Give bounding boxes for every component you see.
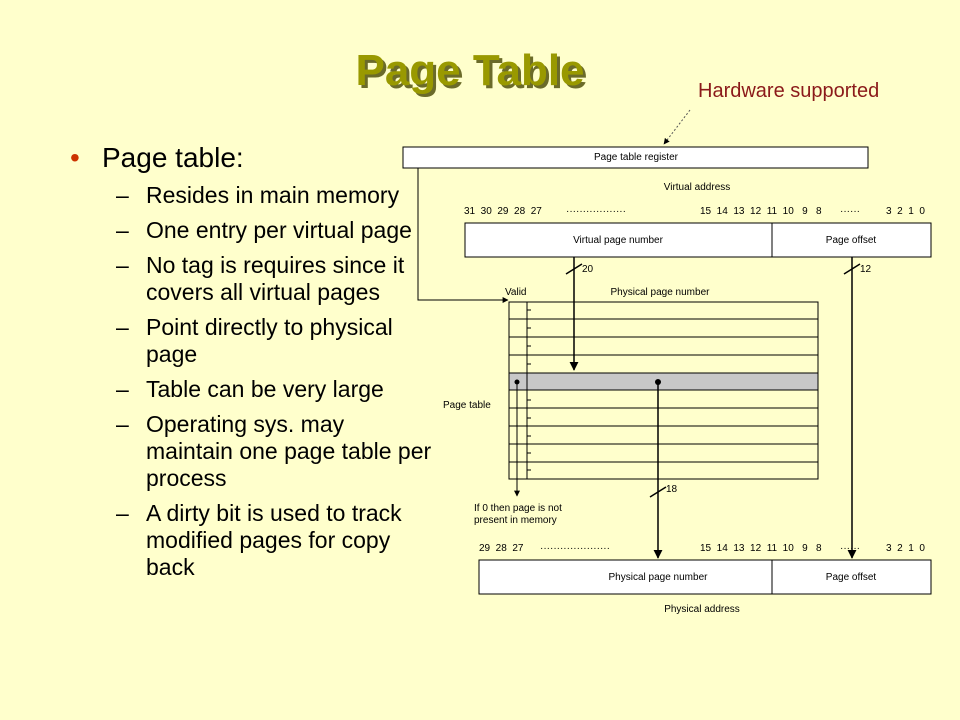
pa-offset-label: Page offset [826, 572, 877, 583]
va-page-offset-field [771, 222, 932, 258]
highlighted-entry [509, 373, 818, 390]
invalid-note-line2: present in memory [474, 515, 557, 526]
sub-bullet-item: –Resides in main memory [116, 182, 400, 208]
sub-bullet-item: –A dirty bit is used to track modified p… [116, 500, 402, 580]
pa-ppn-label: Physical page number [609, 572, 709, 583]
bullet-dot-icon: • [70, 142, 80, 173]
va-bits-high: 31 30 29 28 27 [464, 206, 542, 217]
page-table [508, 301, 819, 480]
va-bits-dots-1: ·················· [566, 206, 626, 217]
ppn-width-label: 18 [666, 484, 678, 495]
sub-bullet-list: –Resides in main memory –One entry per v… [116, 182, 436, 589]
valid-bit-dot [514, 379, 520, 385]
pa-bits-dots-1: ····················· [540, 543, 610, 554]
physical-address-label: Physical address [664, 604, 740, 615]
register-pointer-line [417, 168, 509, 303]
virtual-page-number-field [464, 222, 773, 258]
ppn-column-label: Physical page number [611, 287, 711, 298]
va-bits-dots-2: ······ [840, 206, 860, 217]
vpn-width-label: 20 [582, 264, 594, 275]
sub-bullet-item: –No tag is requires since it covers all … [116, 252, 405, 305]
pa-page-offset-field [771, 559, 932, 595]
page-table-register-label: Page table register [594, 152, 679, 163]
slide-title: Page Table [355, 46, 585, 95]
va-bits-mid: 15 14 13 12 11 10 9 8 [700, 206, 822, 217]
sub-bullet-item: –Operating sys. may maintain one page ta… [116, 411, 432, 491]
pa-bits-mid: 15 14 13 12 11 10 9 8 [700, 543, 822, 554]
va-offset-label: Page offset [826, 235, 877, 246]
page-table-register-box [402, 146, 869, 169]
valid-column-label: Valid [505, 287, 527, 298]
page-table-label: Page table [443, 400, 491, 411]
physical-page-number-field [478, 559, 773, 595]
hardware-supported-annotation: Hardware supported [698, 80, 880, 102]
pa-bits-high: 29 28 27 [479, 543, 524, 554]
sub-bullet-item: –One entry per virtual page [116, 217, 412, 243]
offset-width-tick [843, 263, 861, 275]
pa-bits-dots-2: ······ [840, 543, 860, 554]
sub-bullet-item: –Point directly to physical page [116, 314, 393, 367]
vpn-width-tick [565, 263, 583, 275]
offset-width-label: 12 [860, 264, 872, 275]
annotation-pointer [663, 109, 691, 145]
pa-bits-low: 3 2 1 0 [886, 543, 925, 554]
invalid-note-line1: If 0 then page is not [474, 503, 562, 514]
vpn-label: Virtual page number [573, 235, 664, 246]
ppn-width-tick [649, 486, 667, 498]
va-bits-low: 3 2 1 0 [886, 206, 925, 217]
virtual-address-label: Virtual address [664, 182, 731, 193]
main-bullet-label: Page table: [102, 142, 244, 173]
sub-bullet-item: –Table can be very large [116, 376, 384, 402]
ppn-dot [655, 379, 661, 385]
